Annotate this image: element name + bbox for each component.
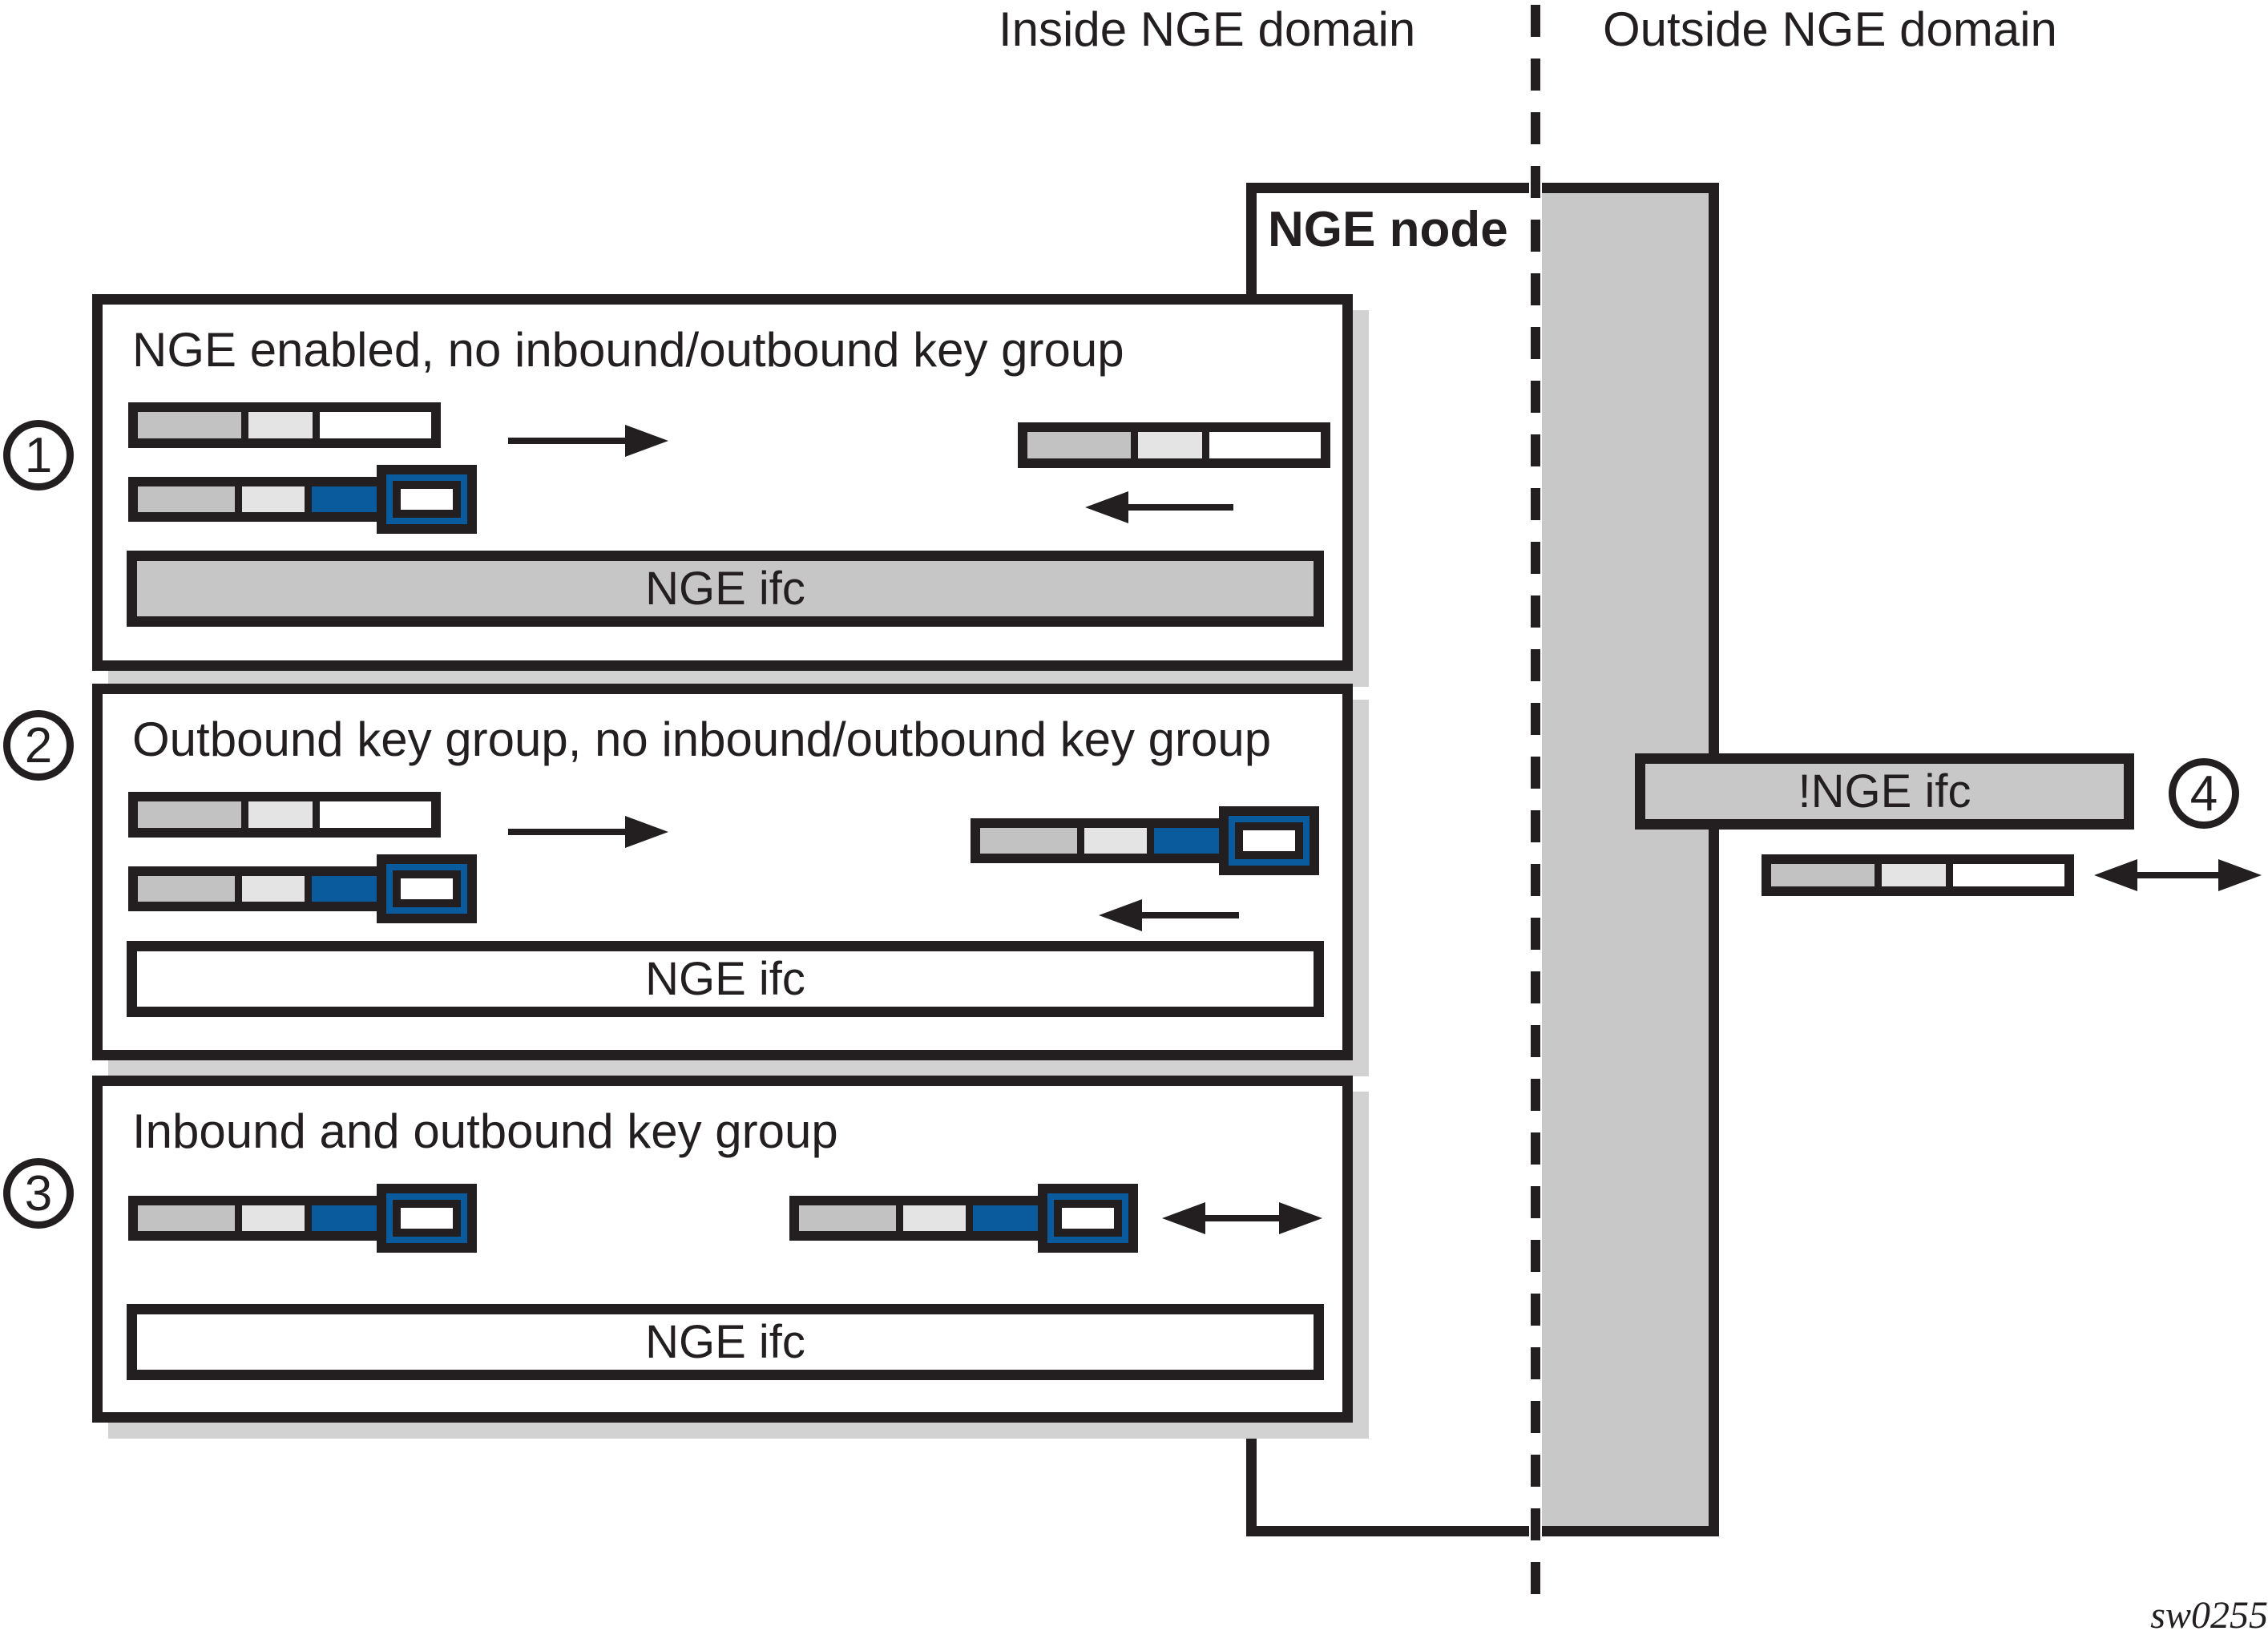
arrow-left-icon — [1085, 491, 1128, 523]
packet-payload-cell — [240, 412, 313, 438]
arrow-right-icon — [1279, 1202, 1322, 1234]
nge-node-label: NGE node — [1268, 202, 1508, 257]
packet-header-cell — [138, 486, 235, 512]
step-1-badge: 1 — [3, 420, 74, 490]
key-inner-window — [393, 870, 461, 907]
arrow-left-icon — [1162, 1202, 1205, 1234]
packet-header-cell — [1027, 432, 1131, 458]
packet-data-cell — [1945, 864, 2065, 886]
key-inner-window — [393, 481, 461, 518]
packet-header-cell — [138, 876, 235, 902]
encryption-key-icon — [1038, 1184, 1138, 1253]
encrypted-packet-body — [789, 1196, 1054, 1241]
encrypted-packet-body — [128, 1196, 393, 1241]
outside-domain-label: Outside NGE domain — [1603, 2, 2057, 56]
packet-data-cell — [1201, 432, 1322, 458]
arrow-line — [508, 829, 625, 835]
arrow-left-icon — [1099, 899, 1142, 931]
encryption-label-cell — [304, 876, 383, 902]
packet-payload-cell — [234, 486, 305, 512]
encrypted-packet-body — [971, 818, 1235, 863]
arrow-right-icon — [2218, 859, 2262, 891]
encrypted-packet — [789, 1184, 1158, 1253]
encryption-key-icon — [377, 1184, 477, 1253]
key-inner-window — [1235, 822, 1303, 859]
encryption-key-icon — [377, 854, 477, 923]
not-nge-ifc-bar: !NGE ifc — [1635, 753, 2134, 830]
scenario-3-panel: Inbound and outbound key group NG — [92, 1076, 1353, 1423]
arrow-line — [1202, 1215, 1282, 1221]
packet-data-cell — [312, 801, 432, 828]
plain-packet — [1018, 422, 1330, 468]
encrypted-packet — [128, 854, 497, 923]
packet-payload-cell — [1874, 864, 1946, 886]
nge-ifc-bar: NGE ifc — [127, 551, 1324, 627]
dashed-line-icon — [1531, 5, 1540, 1597]
inside-domain-label: Inside NGE domain — [999, 2, 1416, 56]
packet-payload-cell — [895, 1205, 966, 1231]
arrow-left-icon — [2094, 859, 2137, 891]
packet-header-cell — [138, 1205, 235, 1231]
packet-data-cell — [312, 412, 432, 438]
encrypted-packet-body — [128, 866, 393, 911]
key-inner-window — [1054, 1200, 1122, 1237]
scenario-2-panel: Outbound key group, no inbound/outbound … — [92, 684, 1353, 1060]
encrypted-packet — [971, 806, 1339, 875]
step-3-badge: 3 — [3, 1158, 74, 1229]
plain-packet — [128, 402, 441, 448]
encryption-label-cell — [304, 1205, 383, 1231]
key-inner-window — [393, 1200, 461, 1237]
packet-payload-cell — [240, 801, 313, 828]
nge-ifc-bar: NGE ifc — [127, 1304, 1324, 1380]
domain-divider — [1529, 0, 1542, 1597]
scenario-2-title: Outbound key group, no inbound/outbound … — [132, 713, 1272, 766]
plain-packet — [128, 792, 441, 838]
scenario-1-panel: NGE enabled, no inbound/outbound key gro… — [92, 294, 1353, 671]
outside-domain-band — [1536, 193, 1709, 1526]
packet-payload-cell — [234, 1205, 305, 1231]
encryption-label-cell — [965, 1205, 1044, 1231]
encryption-label-cell — [304, 486, 383, 512]
encrypted-packet — [128, 465, 497, 534]
arrow-line — [1128, 504, 1233, 511]
plain-packet — [1762, 854, 2074, 896]
figure-id-watermark: sw0255 — [2150, 1594, 2268, 1637]
encrypted-packet-body — [128, 477, 393, 522]
encryption-key-icon — [377, 465, 477, 534]
encryption-label-cell — [1146, 828, 1225, 854]
packet-header-cell — [138, 412, 241, 438]
arrow-line — [1142, 912, 1239, 918]
encrypted-packet — [128, 1184, 497, 1253]
scenario-3-title: Inbound and outbound key group — [132, 1104, 838, 1158]
packet-header-cell — [799, 1205, 896, 1231]
nge-ifc-bar: NGE ifc — [127, 941, 1324, 1017]
encryption-key-icon — [1219, 806, 1319, 875]
arrow-line — [508, 438, 625, 444]
packet-payload-cell — [1130, 432, 1202, 458]
scenario-1-title: NGE enabled, no inbound/outbound key gro… — [132, 323, 1124, 377]
step-2-badge: 2 — [3, 710, 74, 781]
arrow-line — [2134, 872, 2222, 878]
arrow-right-icon — [625, 425, 668, 457]
packet-header-cell — [980, 828, 1077, 854]
packet-payload-cell — [234, 876, 305, 902]
packet-header-cell — [138, 801, 241, 828]
arrow-right-icon — [625, 816, 668, 848]
step-4-badge: 4 — [2169, 758, 2239, 829]
packet-payload-cell — [1076, 828, 1147, 854]
packet-header-cell — [1771, 864, 1875, 886]
